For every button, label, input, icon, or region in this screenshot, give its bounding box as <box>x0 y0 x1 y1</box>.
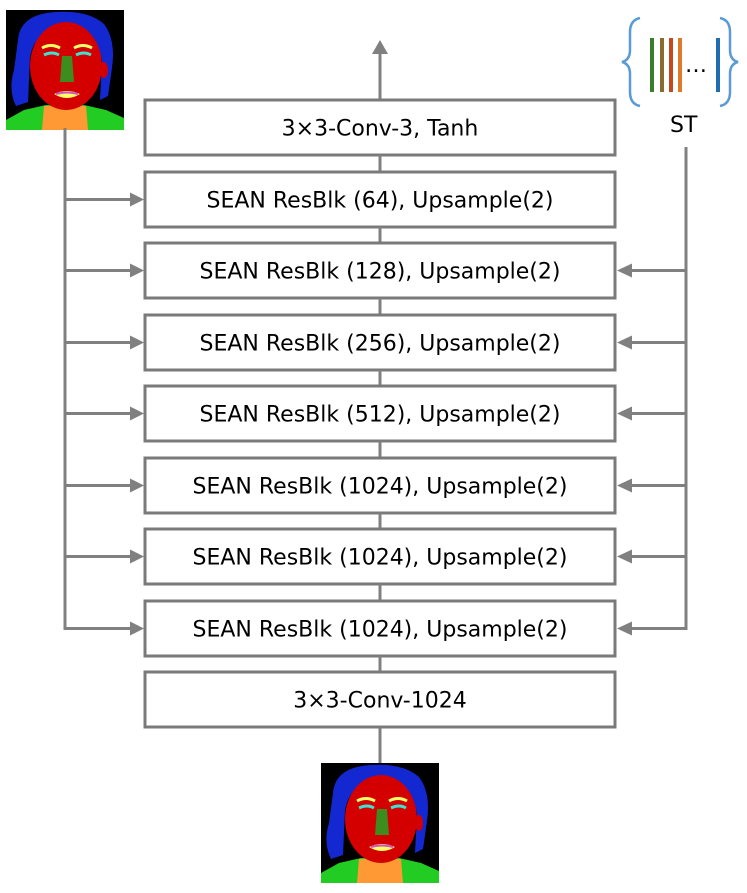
block-box <box>143 527 617 586</box>
style-arrowhead <box>617 335 632 350</box>
block-box <box>143 313 617 372</box>
mask-arrowhead <box>130 478 144 493</box>
left-brace <box>621 16 641 108</box>
resblk-256-block: SEAN ResBlk (256), Upsample(2) <box>143 313 617 372</box>
style-code-bar <box>660 38 664 92</box>
resblk-1024-block-3: SEAN ResBlk (1024), Upsample(2) <box>143 599 617 658</box>
side-arrows <box>65 192 686 636</box>
resblk-1024-block-2: SEAN ResBlk (1024), Upsample(2) <box>143 527 617 586</box>
mask-arrowhead <box>130 192 144 207</box>
style-code-bar <box>650 38 654 92</box>
resblk-512-block: SEAN ResBlk (512), Upsample(2) <box>143 384 617 443</box>
output-segmentation-mask <box>319 761 441 885</box>
resblk-128-block: SEAN ResBlk (128), Upsample(2) <box>143 241 617 300</box>
block-box <box>143 456 617 515</box>
style-code-bar <box>716 38 720 92</box>
block-box <box>143 670 617 729</box>
style-arrowhead <box>617 263 632 278</box>
block-box <box>143 170 617 229</box>
mask-arrowhead <box>130 406 144 421</box>
style-arrowhead <box>617 549 632 564</box>
style-codes: … ST <box>621 16 739 138</box>
mask-arrowhead <box>130 335 144 350</box>
style-code-bars <box>650 38 720 92</box>
conv3-tanh-block: 3×3-Conv-3, Tanh <box>143 98 617 157</box>
style-code-bar <box>678 38 682 92</box>
block-label: SEAN ResBlk (128), Upsample(2) <box>200 260 561 285</box>
output-arrowhead <box>372 40 388 54</box>
block-box <box>143 98 617 157</box>
block-label: SEAN ResBlk (512), Upsample(2) <box>200 403 561 428</box>
block-box <box>143 241 617 300</box>
style-arrowhead <box>617 406 632 421</box>
block-box <box>143 384 617 443</box>
mask-arrowhead <box>130 263 144 278</box>
resblk-64-block: SEAN ResBlk (64), Upsample(2) <box>143 170 617 229</box>
connection-lines <box>63 40 688 763</box>
resblk-1024-block-1: SEAN ResBlk (1024), Upsample(2) <box>143 456 617 515</box>
style-arrowhead <box>617 478 632 493</box>
block-label: SEAN ResBlk (64), Upsample(2) <box>207 189 554 214</box>
block-label: SEAN ResBlk (1024), Upsample(2) <box>193 546 568 571</box>
conv1024-block: 3×3-Conv-1024 <box>143 670 617 729</box>
block-label: 3×3-Conv-1024 <box>293 689 467 714</box>
right-brace <box>719 16 739 108</box>
style-code-bar <box>669 38 673 92</box>
style-ellipsis: … <box>685 53 707 78</box>
block-label: SEAN ResBlk (1024), Upsample(2) <box>193 618 568 643</box>
mask-arrowhead <box>130 621 144 636</box>
block-label: 3×3-Conv-3, Tanh <box>282 117 479 142</box>
style-label: ST <box>670 113 698 138</box>
block-label: SEAN ResBlk (256), Upsample(2) <box>200 332 561 357</box>
block-label: SEAN ResBlk (1024), Upsample(2) <box>193 475 568 500</box>
block-box <box>143 599 617 658</box>
style-arrowhead <box>617 621 632 636</box>
mask-arrowhead <box>130 549 144 564</box>
input-segmentation-mask <box>4 8 126 132</box>
